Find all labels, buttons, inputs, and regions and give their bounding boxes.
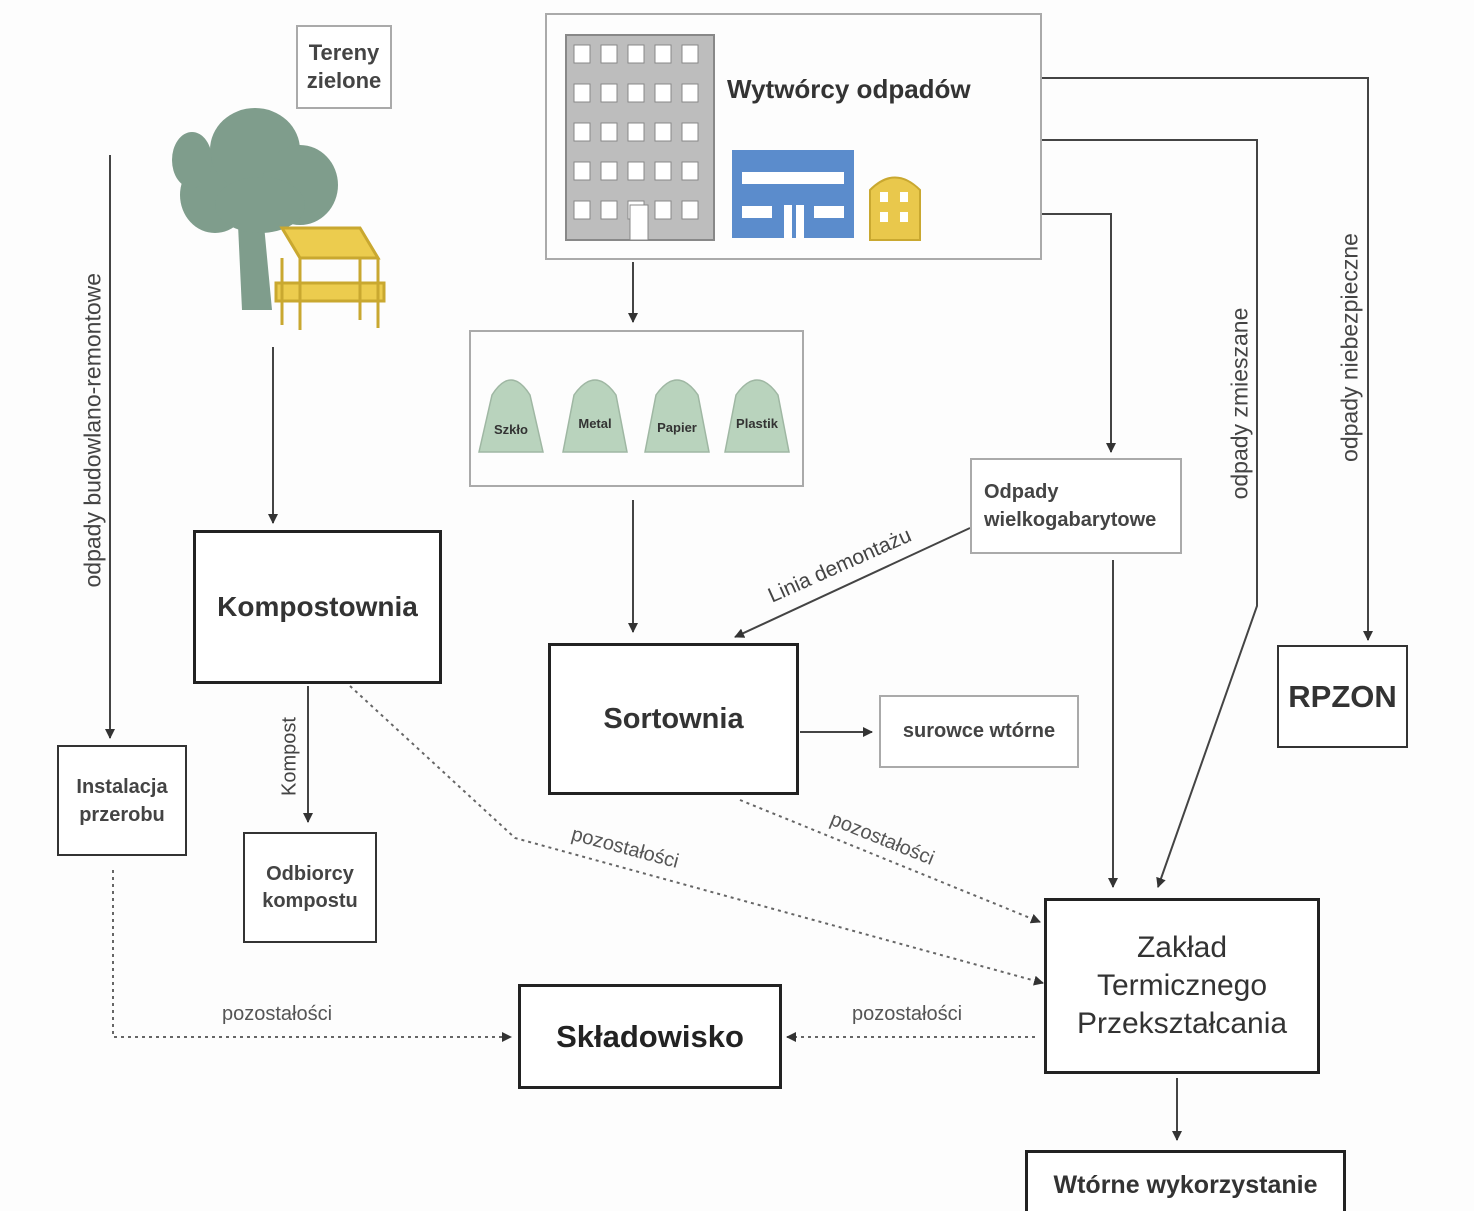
building-window [600,161,618,181]
building-window [600,83,618,103]
composting-box: Kompostownia [193,530,442,684]
secondary-materials-box: surowce wtórne [879,695,1079,768]
building-window [600,44,618,64]
building-window [681,83,699,103]
landfill-box: Składowisko [518,984,782,1089]
dotted-sorting-to-thermal [739,799,1041,924]
thermal-plant-line1: Zakład [1136,931,1228,964]
bin-label: Papier [657,420,697,435]
green-areas-label: Tereny zielone [296,25,392,109]
bin-plastik [724,379,790,453]
green-areas-line1: Tereny [308,40,380,65]
blue-building-icon [732,150,854,238]
building-window [681,44,699,64]
composting-title: Kompostownia [217,591,418,622]
building-window [627,122,645,142]
compost-recipients-box: Odbiorcy kompostu [243,832,377,943]
yellow-house-icon [869,176,921,241]
reuse-title: Wtórne wykorzystanie [1053,1170,1318,1199]
landfill-title: Składowisko [556,1018,744,1054]
building-window [600,122,618,142]
producers-title: Wytwórcy odpadów [727,74,971,104]
bins-panel [469,330,804,487]
sorting-box: Sortownia [548,643,799,795]
hazardous-waste-label: odpady niebezpieczne [1336,233,1363,462]
building-window [573,44,591,64]
thermal-plant-box: Zakład Termicznego Przekształcania [1044,898,1320,1074]
arrow-bulky-to-sorting [734,527,971,638]
rpzon-title: RPZON [1288,678,1397,714]
building-window [627,83,645,103]
bin-szklo [478,379,544,453]
building-window [627,44,645,64]
bulky-waste-box: Odpady wielkogabarytowe [970,458,1182,554]
arrow-producers-to-bulky [1042,213,1116,453]
building-window [573,200,591,220]
bench-icon [274,226,386,330]
thermal-plant-line3: Przekształcania [1076,1007,1288,1040]
green-areas-line2: zielone [306,68,382,93]
processing-box: Instalacja przerobu [57,745,187,856]
building-window [681,200,699,220]
bin-papier [644,379,710,453]
building-door [629,204,649,241]
dotted-composting-to-thermal [349,685,1044,986]
building-window [681,161,699,181]
bin-label: Szkło [494,422,528,437]
tree-icon [172,108,338,310]
arrow-producers-to-thermal-mixed [1042,139,1258,888]
bin-label: Plastik [736,416,779,431]
building-window [654,161,672,181]
building-window [654,200,672,220]
residues-thermal-label: pozostałości [852,1003,963,1025]
building-window [654,83,672,103]
compost-edge-label: Kompost [278,717,301,796]
bin-label: Metal [578,416,611,431]
arrow-producers-to-rpzon [1042,77,1373,641]
sorting-title: Sortownia [603,702,744,735]
secondary-materials-title: surowce wtórne [902,720,1056,742]
processing-line1: Instalacja [76,775,168,798]
construction-waste-label: odpady budowlano-remontowe [79,272,106,588]
producers-panel [545,13,1042,260]
bin-metal [562,379,628,453]
reuse-box: Wtórne wykorzystanie [1025,1150,1346,1211]
compost-recipients-line2: kompostu [262,889,358,912]
building-window [627,161,645,181]
building-window [681,122,699,142]
building-window [654,122,672,142]
bins-group [478,379,790,453]
office-building-icon [565,34,715,241]
bulky-waste-line1: Odpady [984,481,1059,503]
compost-recipients-line1: Odbiorcy [266,862,354,885]
building-window [573,83,591,103]
building-window [600,200,618,220]
building-window [573,161,591,181]
residues-processing-label: pozostałości [222,1003,333,1025]
bulky-waste-line2: wielkogabarytowe [984,509,1157,531]
thermal-plant-line2: Termicznego [1096,969,1268,1002]
mixed-waste-label: odpady zmieszane [1226,307,1253,500]
building-window [573,122,591,142]
rpzon-box: RPZON [1277,645,1408,748]
building-window [654,44,672,64]
processing-line2: przerobu [79,803,165,826]
